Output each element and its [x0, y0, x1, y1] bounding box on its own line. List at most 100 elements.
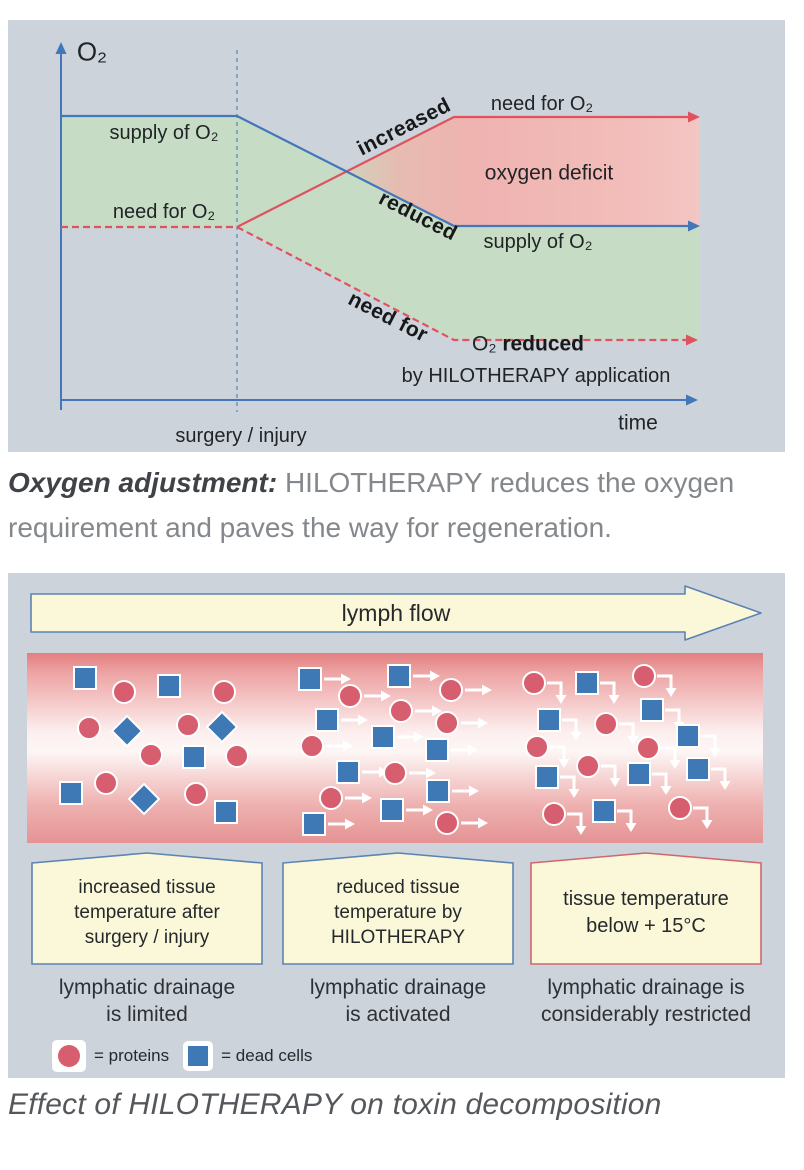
protein-circle [525, 735, 570, 768]
dead-cell-square [302, 812, 355, 836]
box3-outline [530, 852, 762, 965]
flow-down-arrow-icon [709, 748, 721, 757]
box3-text: tissue temperature below + 15°C [530, 851, 762, 966]
box2-line2: temperature by [334, 902, 462, 923]
box2-line1: reduced tissue [336, 877, 460, 898]
box-below-15: tissue temperature below + 15°C [530, 851, 762, 966]
box3-line2: below + 15°C [586, 914, 706, 937]
caption-box2-line2: is activated [345, 1003, 451, 1026]
x-axis-arrowhead [686, 394, 698, 406]
protein-circle [576, 754, 621, 787]
supply-arrowhead [688, 220, 700, 232]
x-axis-label: time [618, 411, 658, 435]
flow-down-arrow-icon [608, 695, 620, 704]
caption-box3-line1: lymphatic drainage is [547, 976, 745, 999]
tissue-band [27, 653, 763, 843]
caption-drainage-activated: lymphatic drainage is activated [282, 974, 514, 1028]
box2-text: reduced tissue temperature by HILOTHERAP… [282, 851, 514, 966]
oxygen-surplus-region [61, 116, 700, 340]
reduced-need-line [236, 226, 686, 342]
box-reduced-temperature: reduced tissue temperature by HILOTHERAP… [282, 851, 514, 966]
protein-circle [594, 712, 639, 745]
flow-down-arrow-icon [568, 789, 580, 798]
flow-right-arrow-icon [423, 804, 433, 816]
flow-right-arrow-icon [381, 690, 391, 702]
flow-right-arrow-icon [341, 673, 351, 685]
flow-down-arrow-icon [558, 759, 570, 768]
protein-chip [52, 1040, 86, 1072]
dead-cell-square [627, 762, 672, 795]
box-increased-temperature-shape [31, 852, 263, 965]
flow-right-arrow-icon [482, 684, 492, 696]
caption-box1-line1: lymphatic drainage [58, 976, 236, 999]
caption1-rest: HILOTHERAPY reduces the oxygen [277, 467, 735, 498]
protein-circle [636, 736, 681, 769]
box1-line2: temperature after [74, 902, 220, 923]
protein-circle [383, 761, 436, 785]
protein-circle [184, 782, 208, 806]
dead-cell-square [371, 725, 424, 749]
dead-cell-diamond [127, 782, 161, 816]
caption-box2-line1: lymphatic drainage [309, 976, 487, 999]
box-increased-temperature: increased tissue temperature after surge… [31, 851, 263, 966]
box-reduced-temperature-shape [282, 852, 514, 965]
dead-cell-square [214, 800, 238, 824]
surgery-injury-label: surgery / injury [175, 425, 307, 447]
protein-circle [668, 796, 713, 829]
dead-cell-square [425, 738, 478, 762]
flow-right-arrow-icon [426, 767, 436, 779]
supply-label: supply of O₂ [109, 122, 219, 144]
increased-need-label: need for O₂ [490, 93, 594, 115]
flow-down-arrow-icon [669, 760, 681, 769]
reduced-supply-label: supply of O₂ [483, 231, 593, 253]
protein-circle [112, 680, 136, 704]
flow-right-arrow-icon [468, 744, 478, 756]
dead-cell-diamond [205, 710, 239, 744]
protein-circle [439, 678, 492, 702]
dead-cell-square [157, 674, 181, 698]
lymph-flow-arrow-shape [30, 585, 762, 641]
protein-circle-icon [58, 1045, 80, 1067]
legend-dead-cells-label: = dead cells [221, 1046, 313, 1065]
dead-cell-square [315, 708, 368, 732]
dead-cell-diamond [110, 714, 144, 748]
reduced-bold-span: reduced [502, 332, 585, 356]
dead-cell-square [298, 667, 351, 691]
box1-outline [31, 852, 263, 965]
protein-circle [300, 734, 353, 758]
dead-cell-chip [183, 1041, 214, 1071]
box1-line1: increased tissue [78, 877, 216, 898]
dead-cell-square [426, 779, 479, 803]
caption-box3-line2: considerably restricted [540, 1003, 752, 1026]
lymph-flow-arrow [30, 585, 762, 641]
y-axis-label: O₂ [76, 36, 108, 67]
caption-drainage-restricted: lymphatic drainage is considerably restr… [530, 974, 762, 1028]
protein-circle [632, 664, 677, 697]
box-below-15-shape [530, 852, 762, 965]
flow-down-arrow-icon [701, 820, 713, 829]
dead-cell-square [182, 745, 206, 769]
legend: = proteins = dead cells [52, 1040, 312, 1072]
dead-cell-square [387, 664, 440, 688]
protein-circle [542, 802, 587, 835]
protein-circle [77, 716, 101, 740]
dead-cell-square [380, 798, 433, 822]
protein-circle [435, 811, 488, 835]
oxygen-chart [55, 42, 700, 412]
box3-line1: tissue temperature [563, 887, 729, 910]
by-hilotherapy-label: by HILOTHERAPY application [401, 365, 671, 387]
protein-circle [212, 680, 236, 704]
protein-circle [389, 699, 442, 723]
figure1-caption: Oxygen adjustment: HILOTHERAPY reduces t… [8, 460, 788, 550]
lymph-flow-label: lymph flow [341, 599, 451, 626]
protein-circle [225, 744, 249, 768]
oxygen-deficit-label: oxygen deficit [484, 161, 614, 185]
flow-right-arrow-icon [430, 670, 440, 682]
flow-down-arrow-icon [570, 732, 582, 741]
o2-span: O₂ [471, 332, 503, 356]
dead-cell-square [575, 671, 620, 704]
dead-cell-square [336, 760, 389, 784]
flow-right-arrow-icon [362, 792, 372, 804]
flow-right-arrow-icon [478, 717, 488, 729]
box1-line3: surgery / injury [84, 927, 210, 948]
